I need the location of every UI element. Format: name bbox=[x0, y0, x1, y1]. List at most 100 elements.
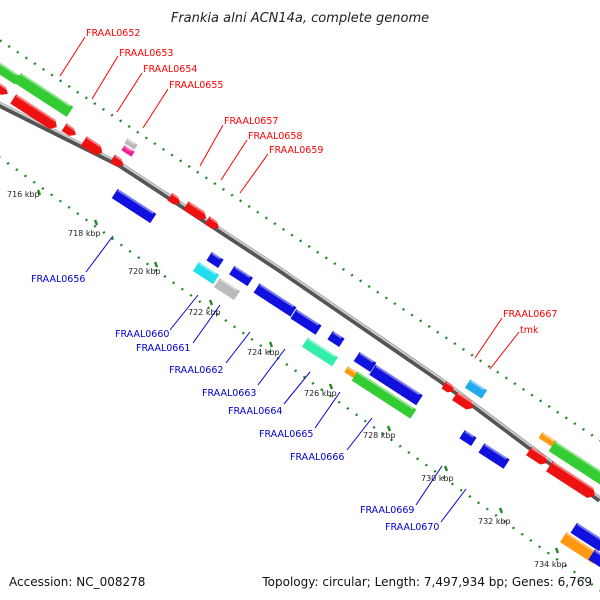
gene-label-fraal0652[interactable]: FRAAL0652 bbox=[86, 28, 140, 39]
gene-blue-d[interactable] bbox=[290, 309, 322, 335]
gene-blue-a[interactable] bbox=[206, 251, 224, 269]
feature-green-3[interactable] bbox=[351, 371, 417, 419]
tick-dot-outer bbox=[187, 164, 191, 169]
gene-label-fraal0656[interactable]: FRAAL0656 bbox=[31, 274, 85, 285]
scale-label-730: 730 kbp bbox=[421, 474, 454, 483]
tick-dot-outer bbox=[350, 273, 354, 277]
gene-lightblue-0667[interactable] bbox=[464, 379, 488, 399]
tick-dot-outer bbox=[307, 244, 311, 249]
gene-red-a[interactable] bbox=[0, 82, 10, 97]
tick-dot-outer bbox=[50, 73, 54, 77]
gene-magenta-small[interactable] bbox=[121, 145, 135, 157]
gene-blue-b-shape bbox=[229, 265, 253, 287]
tick-dot-outer bbox=[376, 290, 380, 294]
gene-gray-small-shape bbox=[124, 138, 138, 150]
tick-dot-inner bbox=[67, 205, 71, 209]
gene-blue-k[interactable] bbox=[588, 549, 600, 571]
feature-green-3-shape bbox=[351, 371, 417, 419]
gene-red-b-highlight bbox=[15, 94, 58, 123]
feature-green-2[interactable] bbox=[14, 73, 74, 117]
tick-dot-outer bbox=[84, 96, 88, 100]
feature-orange-1-highlight bbox=[347, 366, 358, 374]
gene-magenta-small-shape bbox=[121, 145, 135, 157]
gene-label-fraal0654[interactable]: FRAAL0654 bbox=[143, 64, 197, 75]
feature-orange-3[interactable] bbox=[559, 532, 600, 564]
tick-dot-outer bbox=[521, 387, 526, 391]
gene-label-fraal0667[interactable]: FRAAL0667 bbox=[503, 309, 557, 320]
tick-dot-inner bbox=[163, 274, 167, 279]
tick-dot-inner bbox=[111, 237, 115, 241]
gene-blue-i[interactable] bbox=[478, 443, 510, 469]
tick-dot-outer bbox=[204, 176, 208, 180]
tick-dot-outer bbox=[67, 84, 71, 89]
gene-red-a-highlight bbox=[0, 82, 8, 91]
gene-red-f[interactable] bbox=[167, 192, 183, 207]
gene-label-fraal0662[interactable]: FRAAL0662 bbox=[169, 365, 223, 376]
tick-dot-inner bbox=[285, 362, 289, 367]
tick-dot-outer bbox=[461, 347, 466, 351]
gene-lightblue-0667-highlight bbox=[470, 379, 485, 391]
gene-blue-j[interactable] bbox=[570, 522, 600, 552]
gene-blue-h[interactable] bbox=[459, 429, 477, 447]
tick-dot-inner bbox=[93, 224, 97, 228]
gene-label-fraal0655[interactable]: FRAAL0655 bbox=[169, 80, 223, 91]
feature-orange-3-highlight bbox=[566, 532, 598, 554]
gene-mint-0662[interactable] bbox=[301, 337, 339, 367]
gene-red-h-highlight bbox=[209, 216, 219, 225]
feature-green-1[interactable] bbox=[0, 59, 21, 85]
gene-label-fraal0661[interactable]: FRAAL0661 bbox=[136, 343, 190, 354]
gene-blue-f[interactable] bbox=[353, 351, 377, 373]
gene-red-b-shape bbox=[10, 94, 57, 130]
gene-red-i[interactable] bbox=[441, 380, 457, 395]
gene-red-c[interactable] bbox=[61, 123, 79, 138]
gene-cyan-0660[interactable] bbox=[192, 261, 220, 285]
gene-blue-c[interactable] bbox=[253, 283, 297, 317]
major-tick bbox=[386, 425, 392, 432]
tick-dot-inner bbox=[198, 300, 202, 304]
gene-label-fraal0666[interactable]: FRAAL0666 bbox=[290, 452, 344, 463]
gene-label-fraal0665[interactable]: FRAAL0665 bbox=[259, 429, 313, 440]
gene-red-g-highlight bbox=[188, 201, 207, 215]
gene-gray-small-highlight bbox=[127, 138, 136, 145]
gene-blue-e[interactable] bbox=[327, 330, 345, 348]
feature-orange-2[interactable] bbox=[538, 432, 558, 448]
tick-dot-outer bbox=[410, 313, 414, 317]
gene-label-fraal0659[interactable]: FRAAL0659 bbox=[269, 145, 323, 156]
gene-blue-0656[interactable] bbox=[111, 188, 157, 224]
gene-red-k[interactable] bbox=[526, 446, 550, 467]
tick-dot-outer bbox=[419, 319, 423, 323]
gene-blue-b[interactable] bbox=[229, 265, 253, 287]
gene-red-g[interactable] bbox=[183, 201, 209, 222]
reverse-gene-labels: FRAAL0656 FRAAL0660 FRAAL0661 FRAAL0662 … bbox=[31, 235, 467, 533]
gene-cyan-0660-highlight bbox=[198, 262, 217, 275]
gene-label-fraal0670[interactable]: FRAAL0670 bbox=[385, 522, 439, 533]
gene-label-fraal0669[interactable]: FRAAL0669 bbox=[360, 505, 414, 516]
tick-dot-outer bbox=[324, 256, 328, 260]
tick-dot-inner bbox=[311, 381, 315, 385]
gene-mint-0662-shape bbox=[301, 337, 339, 367]
gene-label-fraal0660[interactable]: FRAAL0660 bbox=[115, 329, 169, 340]
tick-dot-inner bbox=[468, 494, 472, 499]
gene-label-fraal0664[interactable]: FRAAL0664 bbox=[228, 406, 282, 417]
tick-dot-outer bbox=[341, 267, 346, 271]
gene-red-h[interactable] bbox=[204, 216, 222, 231]
gene-label-fraal0657[interactable]: FRAAL0657 bbox=[224, 116, 278, 127]
major-tick bbox=[93, 219, 99, 226]
gene-gray-0661[interactable] bbox=[213, 277, 241, 301]
gene-red-l[interactable] bbox=[546, 461, 598, 500]
gene-red-j[interactable] bbox=[452, 391, 476, 412]
gene-blue-g[interactable] bbox=[369, 364, 423, 406]
gene-gray-small[interactable] bbox=[124, 138, 138, 150]
tick-dot-inner bbox=[494, 513, 498, 517]
gene-blue-g-highlight bbox=[375, 365, 421, 396]
feature-green-4[interactable] bbox=[548, 441, 600, 485]
gene-label-fraal0663[interactable]: FRAAL0663 bbox=[202, 388, 256, 399]
gene-red-b[interactable] bbox=[10, 94, 60, 132]
gene-red-e[interactable] bbox=[110, 154, 126, 170]
gene-label-tmk[interactable]: tmk bbox=[520, 325, 539, 336]
gene-label-fraal0653[interactable]: FRAAL0653 bbox=[119, 48, 173, 59]
gene-blue-b-highlight bbox=[234, 266, 251, 278]
gene-red-d[interactable] bbox=[80, 136, 105, 157]
tick-dot-inner bbox=[102, 230, 106, 235]
gene-label-fraal0658[interactable]: FRAAL0658 bbox=[248, 131, 302, 142]
